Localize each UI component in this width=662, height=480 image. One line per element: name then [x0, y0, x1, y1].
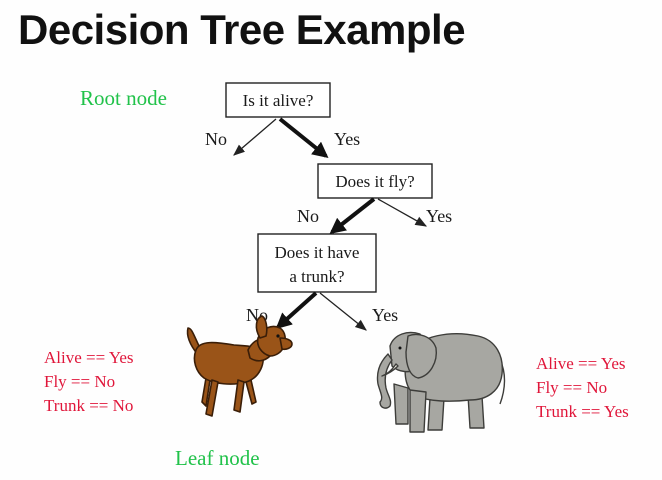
- leaf-node-label: Leaf node: [175, 446, 260, 470]
- branch-label-fly-no: No: [297, 206, 319, 226]
- edge-fly-yes: [377, 198, 428, 227]
- edge-alive-no: [233, 118, 277, 156]
- dog-icon: [186, 315, 293, 417]
- condition-line: Fly == No: [44, 372, 115, 391]
- node-text-line-2: a trunk?: [289, 267, 344, 286]
- condition-line: Trunk == No: [44, 396, 133, 415]
- branch-label-trunk-yes: Yes: [372, 305, 398, 325]
- condition-line: Trunk == Yes: [536, 402, 629, 421]
- node-is-it-alive: Is it alive?: [225, 82, 331, 118]
- leaf-conditions-elephant: Alive == Yes Fly == No Trunk == Yes: [536, 354, 629, 421]
- edge-fly-no: [329, 197, 376, 234]
- dog-eye-icon: [276, 334, 280, 338]
- edge-trunk-no: [275, 291, 318, 330]
- branch-label-alive-yes: Yes: [334, 129, 360, 149]
- edge-alive-yes: [278, 117, 329, 159]
- edge-trunk-yes: [319, 292, 367, 331]
- node-text-line-1: Does it have: [275, 243, 360, 262]
- elephant-eye-icon: [398, 346, 402, 350]
- branch-label-alive-no: No: [205, 129, 227, 149]
- node-text: Is it alive?: [243, 91, 314, 110]
- node-does-it-have-a-trunk: Does it have a trunk?: [257, 233, 377, 293]
- leaf-conditions-dog: Alive == Yes Fly == No Trunk == No: [44, 348, 134, 415]
- node-does-it-fly: Does it fly?: [317, 163, 433, 199]
- root-node-label: Root node: [80, 86, 167, 110]
- elephant-icon: [376, 331, 506, 433]
- node-text: Does it fly?: [335, 172, 414, 191]
- branch-label-fly-yes: Yes: [426, 206, 452, 226]
- condition-line: Alive == Yes: [536, 354, 626, 373]
- condition-line: Alive == Yes: [44, 348, 134, 367]
- condition-line: Fly == No: [536, 378, 607, 397]
- page-title: Decision Tree Example: [18, 6, 466, 53]
